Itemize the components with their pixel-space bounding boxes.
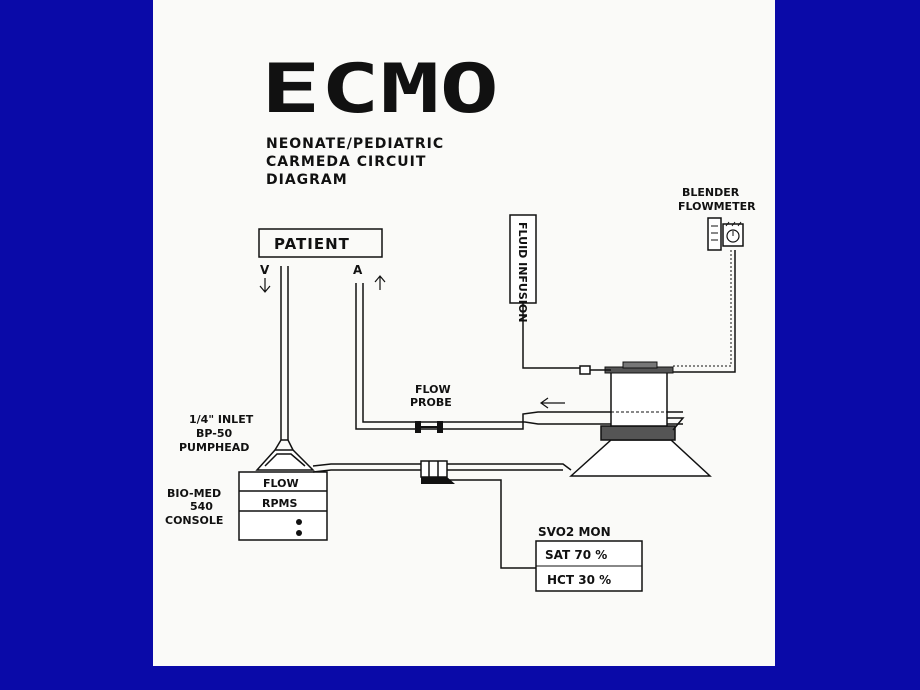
oxygenator-base [569,439,712,477]
console-knob-2 [296,530,302,536]
console-rpms-label: RPMS [262,497,297,510]
console-label-1: BIO-MED [167,487,221,500]
flow-probe-clamp-left [415,421,421,433]
flow-probe-label-1: FLOW [415,383,451,396]
console [238,471,328,541]
console-label-2: 540 [190,500,213,513]
arterial-up-arrow-icon [374,275,386,290]
svo2-cell-base [421,477,455,484]
ecmo-circuit-diagram: ECMO NEONATE/PEDIATRIC CARMEDA CIRCUIT D… [165,50,756,592]
console-label-3: CONSOLE [165,514,223,527]
flowmeter-label: FLOWMETER [678,200,756,213]
subtitle-line-3: DIAGRAM [266,172,348,188]
gas-line [673,250,736,373]
blender-label: BLENDER [682,186,740,199]
svo2-monitor-label: SVO2 MON [538,525,611,539]
inlet-label-3: PUMPHEAD [179,441,249,454]
blender-inlet-marks [725,221,742,227]
console-flow-label: FLOW [263,477,299,490]
svo2-cable [447,479,536,569]
flow-probe-label-2: PROBE [410,396,452,409]
flow-probe-clamp-right [437,421,443,433]
flow-direction-arrow-icon [539,397,565,409]
inlet-label-1: 1/4" INLET [189,413,254,426]
flowmeter-tube [707,217,722,251]
gas-port [579,365,591,375]
patient-label: PATIENT [274,235,350,253]
gas-line-dotted [673,250,732,367]
arterial-label: A [353,263,363,277]
fluid-infusion-line [522,303,580,369]
inlet-label-2: BP-50 [196,427,232,440]
patient-box [258,228,383,258]
fluid-infusion-box [509,214,537,304]
oxygenator-top-port [622,361,658,369]
oxygenator-membrane [600,425,676,441]
arterial-line-inner [362,283,683,425]
oxygenator-outlet [667,417,685,431]
diagram-title: ECMO [261,50,499,129]
console-knob-1 [296,519,302,525]
fluid-infusion-label: FLUID INFUSION [516,222,529,322]
subtitle-line-2: CARMEDA CIRCUIT [266,154,426,170]
oxygenator-body [610,371,668,427]
slide: ECMO NEONATE/PEDIATRIC CARMEDA CIRCUIT D… [153,0,775,666]
pumphead-inlet [274,439,294,451]
venous-label: V [260,263,270,277]
venous-down-arrow-icon [259,278,271,293]
pumphead [255,449,315,471]
svo2-cell [420,460,448,478]
svo2-sat-value: SAT 70 % [545,548,607,562]
svo2-hct-value: HCT 30 % [547,573,611,587]
pump-outlet-line-inner [312,469,563,473]
pumphead-inner [264,453,306,467]
subtitle-line-1: NEONATE/PEDIATRIC [266,136,444,152]
